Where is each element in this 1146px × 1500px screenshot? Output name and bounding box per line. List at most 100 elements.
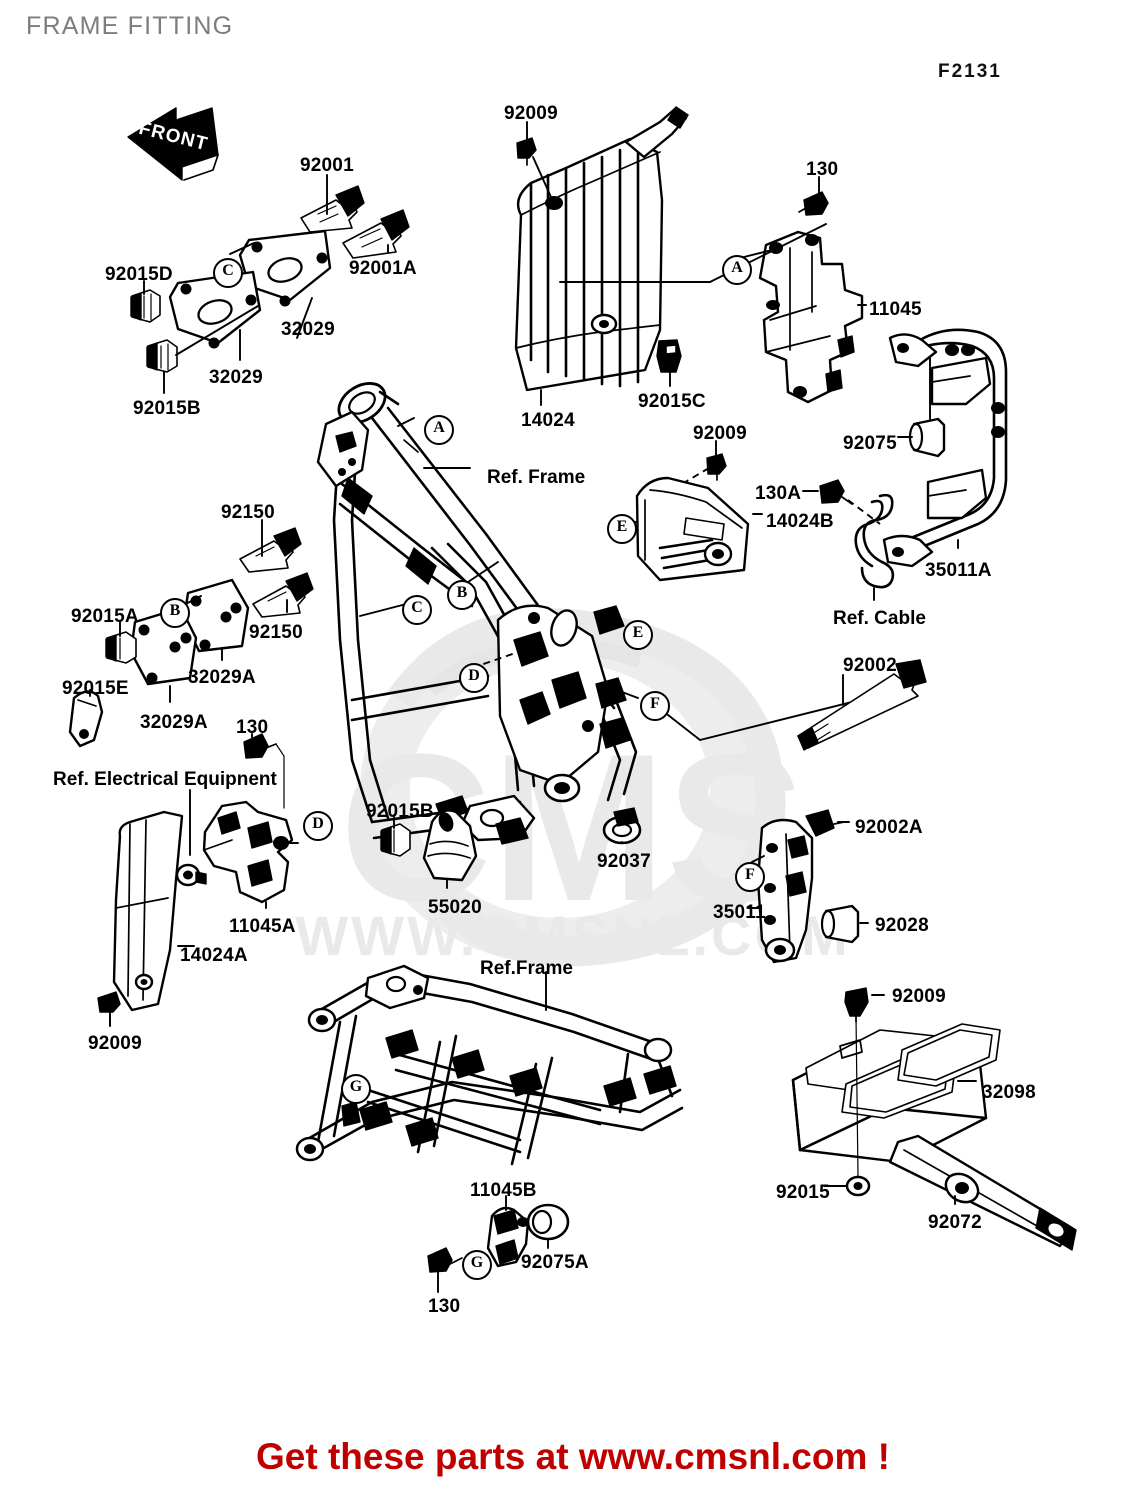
leader-92009-top-to-cover [532, 156, 552, 198]
leader-A-frame [397, 417, 415, 427]
lbl-92072: 92072 [928, 1212, 982, 1233]
lbl-92028: 92028 [875, 915, 929, 936]
callout-d-6: D [459, 663, 489, 693]
sheet-code: F2131 [938, 61, 1002, 82]
callout-d-7: D [303, 811, 333, 841]
callout-b-2: B [447, 580, 477, 610]
ref-electrical-bracket-line [275, 743, 285, 809]
main-frame-assembly [316, 382, 638, 845]
lbl-14024a: 14024A [180, 945, 248, 966]
lbl-32029a-right: 32029A [188, 667, 256, 688]
lbl-92150-upper: 92150 [221, 502, 275, 523]
lbl-35011a: 35011A [925, 560, 992, 581]
part-14024A-cover [112, 810, 184, 1012]
part-92015B-nut-lower [380, 823, 411, 857]
lbl-92009-left: 92009 [88, 1033, 142, 1054]
leader-F-to-92002 [653, 689, 901, 742]
lbl-92015c: 92015C [638, 391, 706, 412]
part-92002-bolt [797, 659, 927, 751]
lbl-11045a: 11045A [229, 916, 296, 937]
part-32098-battery-box [791, 1023, 1001, 1164]
part-92009-bolt-top [516, 137, 537, 166]
leader-F-frame [621, 691, 639, 699]
part-35011-bracket [756, 818, 814, 964]
part-32029-bracket-upper [238, 229, 332, 307]
part-35011A-bracket [882, 328, 1008, 568]
part-92009-bolt-mid [706, 453, 727, 481]
lbl-92002: 92002 [843, 655, 897, 676]
part-92150-bolt-upper [239, 527, 302, 573]
part-92002A-bolt [805, 809, 845, 837]
callout-c-4: C [402, 595, 432, 625]
part-11045B-bracket [486, 1206, 530, 1268]
lbl-11045b: 11045B [470, 1180, 537, 1201]
part-92150-bolt-lower [252, 572, 314, 618]
part-92028-bushing [820, 904, 860, 944]
ref-cable-hook [854, 493, 895, 589]
part-130-bolt-mid [243, 733, 277, 759]
lbl-130a: 130A [755, 483, 802, 504]
callout-a-1: A [722, 255, 752, 285]
lbl-92009-top: 92009 [504, 103, 558, 124]
part-92072-strap [888, 1134, 1077, 1251]
lbl-32029-upper: 32029 [281, 319, 335, 340]
leader-E-frame [599, 619, 621, 627]
leader-92015B-to-bracket [175, 305, 259, 356]
lbl-92037: 92037 [597, 851, 651, 872]
callout-f-10: F [640, 691, 670, 721]
callout-e-8: E [623, 620, 653, 650]
part-92015E-clip [68, 690, 104, 748]
callout-b-3: B [160, 598, 190, 628]
lbl-14024: 14024 [521, 410, 575, 431]
leader-D-frame [471, 649, 525, 669]
lbl-14024b: 14024B [766, 511, 834, 532]
leader-C-to-32029 [229, 242, 255, 255]
lbl-130-bot: 130 [428, 1296, 461, 1317]
callout-e-9: E [607, 514, 637, 544]
page-title: FRAME FITTING [26, 12, 234, 40]
lbl-32029-lower: 32029 [209, 367, 263, 388]
leader-F-to-35011 [751, 855, 765, 863]
part-92075-damper [908, 417, 946, 458]
part-92009-bolt-left [97, 991, 121, 1027]
lbl-ref-cable: Ref. Cable [833, 608, 926, 629]
lbl-92015: 92015 [776, 1182, 830, 1203]
lbl-92015a: 92015A [71, 606, 139, 627]
leader-130A-dash [847, 499, 881, 525]
part-grommet-14024A [175, 863, 207, 887]
lbl-11045: 11045 [869, 299, 922, 320]
leader-92009-to-14024B [681, 467, 710, 485]
lbl-92075: 92075 [843, 433, 897, 454]
lbl-92009-mid: 92009 [693, 423, 747, 444]
part-92015A-nut [105, 631, 137, 664]
part-32029-bracket-lower [168, 270, 262, 349]
part-92037-clamp [602, 807, 642, 845]
part-92015-nut-battery [845, 1175, 871, 1197]
part-130-bolt-top [798, 191, 829, 216]
part-14024B-cover [635, 476, 750, 582]
battery-bolt-axis [855, 1015, 859, 1177]
footer-cta: Get these parts at www.cmsnl.com ! [256, 1436, 890, 1477]
lbl-35011: 35011 [713, 902, 766, 923]
lbl-92015d: 92015D [105, 264, 173, 285]
lbl-92150-lower: 92150 [249, 622, 303, 643]
sub-frame-assembly [295, 964, 684, 1166]
part-55020-guard [422, 809, 478, 882]
part-130-bolt-bottom [427, 1247, 463, 1273]
part-92001A-bolt [342, 209, 410, 259]
lbl-ref-elec: Ref. Electrical Equipnent [53, 769, 277, 790]
front-direction-badge [127, 107, 219, 181]
part-92015D-nut [130, 289, 161, 323]
callout-f-11: F [735, 862, 765, 892]
lbl-92075a: 92075A [521, 1252, 589, 1273]
lbl-92002a: 92002A [855, 817, 923, 838]
lbl-ref-frame-1: Ref. Frame [487, 467, 586, 488]
leader-32029-upper [296, 297, 313, 339]
part-11045-bracket [758, 230, 864, 404]
lbl-92001a: 92001A [349, 258, 417, 279]
part-11045A-bracket [202, 800, 294, 904]
callout-a-0: A [424, 415, 454, 445]
part-92001-bolt [300, 185, 365, 233]
